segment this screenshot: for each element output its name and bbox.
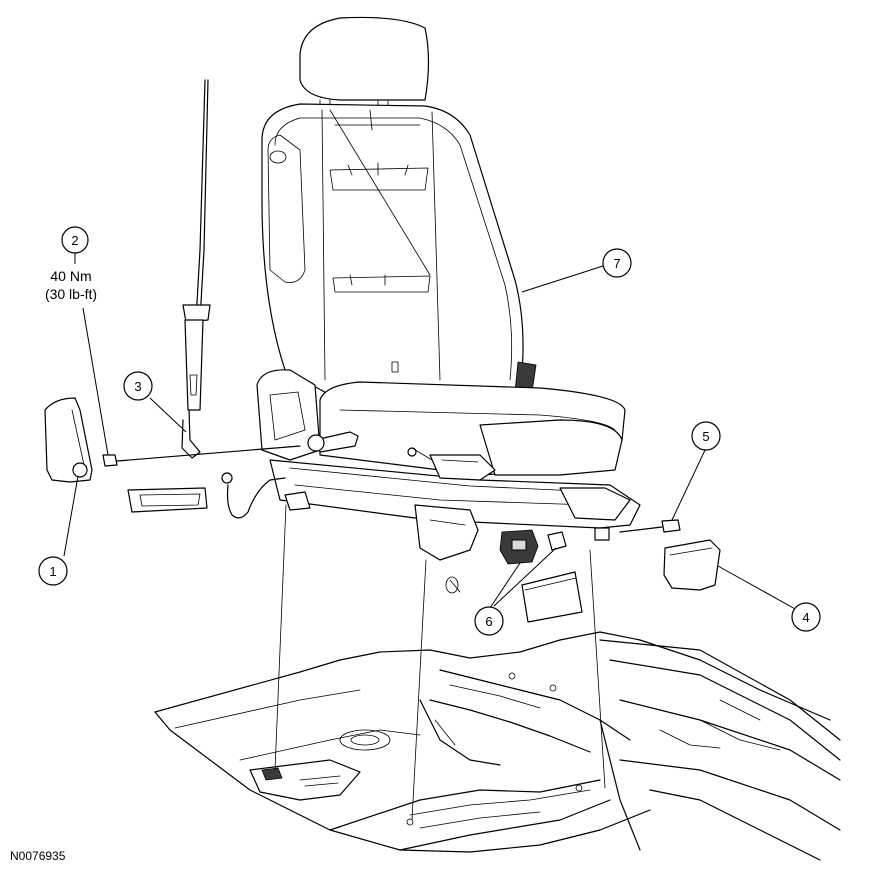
callout-6: 6 (474, 606, 504, 636)
callout-3: 3 (123, 371, 153, 401)
callout-1-label: 1 (49, 564, 56, 579)
callout-2-label: 2 (71, 233, 78, 248)
callout-3-label: 3 (134, 379, 141, 394)
torque-nm: 40 Nm (50, 268, 91, 284)
electrical-connectors (499, 529, 583, 623)
alignment-lines (274, 504, 606, 821)
fasteners (102, 445, 681, 533)
callout-2: 2 40 Nm (30 lb-ft) (45, 226, 97, 302)
callout-1: 1 (38, 556, 68, 586)
torque-lbft: (30 lb-ft) (45, 286, 97, 302)
seat-cushion (256, 369, 626, 476)
callout-7-label: 7 (613, 256, 620, 271)
callout-4-label: 4 (802, 610, 809, 625)
figure-id: N0076935 (10, 849, 66, 863)
callout-6-label: 6 (485, 614, 492, 629)
callout-5: 5 (691, 421, 721, 451)
left-track-cover (44, 397, 93, 483)
callout-5-label: 5 (702, 429, 709, 444)
seat-back (261, 16, 537, 396)
right-track-cover (663, 539, 721, 591)
floor-pan (154, 631, 841, 861)
callout-4: 4 (791, 602, 821, 632)
callout-7: 7 (602, 248, 632, 278)
seat-track (221, 447, 641, 594)
belt-anchor-bracket (127, 487, 208, 513)
seat-belt (181, 79, 211, 459)
leader-lines (63, 252, 798, 611)
